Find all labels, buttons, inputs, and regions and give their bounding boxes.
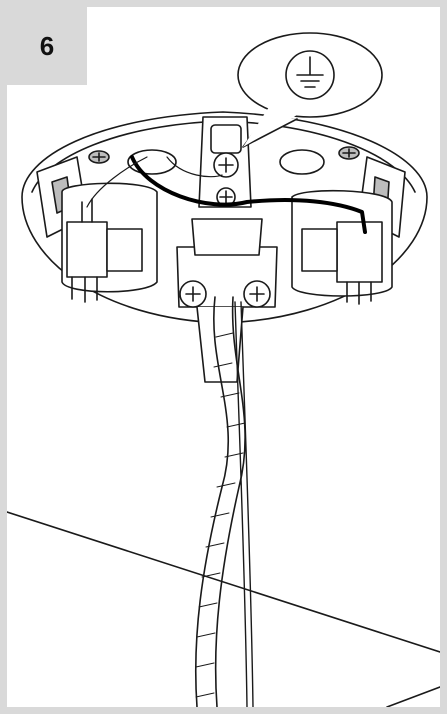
grey-wire-left (86, 156, 148, 208)
black-wire (130, 155, 367, 234)
step-number-badge: 6 (7, 7, 87, 85)
illustration-panel: 6 (7, 7, 440, 707)
cable-hole-right (279, 149, 325, 175)
connector-block-right (291, 189, 393, 305)
mounting-screw-right (338, 146, 360, 160)
cable-bundle (194, 296, 254, 707)
ceiling-edge (7, 511, 440, 653)
assembly-illustration (7, 32, 440, 707)
grey-wire (166, 156, 223, 178)
ground-post (198, 116, 252, 208)
step-number: 6 (39, 30, 55, 61)
mounting-screw-left (88, 150, 110, 164)
ceiling-edge-lower (386, 686, 440, 707)
connector-block-left (61, 182, 158, 303)
ground-symbol-icon (285, 50, 335, 100)
